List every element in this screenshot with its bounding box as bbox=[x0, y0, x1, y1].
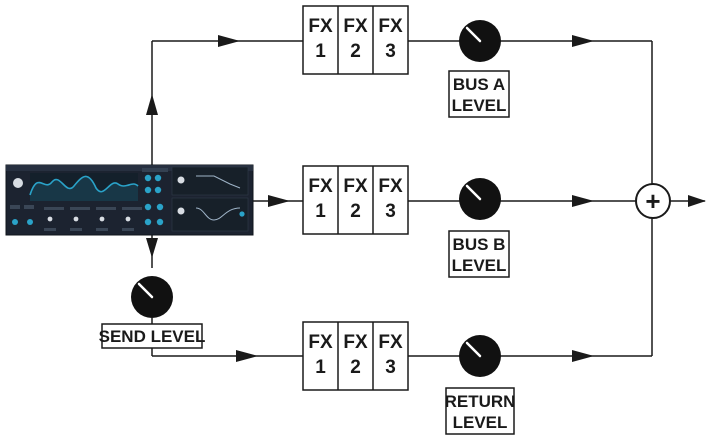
bus-a-label-line2: LEVEL bbox=[452, 96, 507, 115]
fx-rack-bus-b: FX 1 FX 2 FX 3 bbox=[302, 165, 409, 235]
arrow-right-icon bbox=[688, 195, 706, 207]
fx1-number: 1 bbox=[315, 201, 326, 222]
fx3-label: FX bbox=[378, 332, 403, 353]
arrow-up-icon bbox=[146, 94, 158, 115]
fx2-number: 2 bbox=[350, 201, 361, 222]
send-level-knob[interactable] bbox=[131, 276, 173, 318]
arrow-down-icon bbox=[146, 238, 158, 258]
arrow-right-icon bbox=[268, 195, 290, 207]
send-level-label: SEND LEVEL bbox=[99, 323, 206, 349]
arrowheads bbox=[146, 35, 706, 362]
bus-b-label-line2: LEVEL bbox=[452, 256, 507, 275]
return-level-label: RETURN LEVEL bbox=[445, 387, 516, 435]
fx3-label: FX bbox=[378, 176, 403, 197]
signal-lines bbox=[151, 40, 705, 357]
fx3-number: 3 bbox=[385, 357, 396, 378]
fx1-label: FX bbox=[308, 176, 333, 197]
arrow-right-icon bbox=[572, 195, 594, 207]
fx2-label: FX bbox=[343, 16, 368, 37]
bus-b-level-label: BUS B LEVEL bbox=[448, 230, 510, 278]
bus-b-label-line1: BUS B bbox=[453, 235, 506, 254]
send-level-text: SEND LEVEL bbox=[99, 327, 206, 346]
fx3-number: 3 bbox=[385, 201, 396, 222]
arrow-right-icon bbox=[236, 350, 258, 362]
fx-rack-return: FX 1 FX 2 FX 3 bbox=[302, 321, 409, 391]
fx3-number: 3 bbox=[385, 41, 396, 62]
fx2-label: FX bbox=[343, 332, 368, 353]
bus-a-label-line1: BUS A bbox=[453, 75, 505, 94]
bus-b-level-knob[interactable] bbox=[459, 178, 501, 220]
bus-a-level-knob[interactable] bbox=[459, 20, 501, 62]
return-label-line1: RETURN bbox=[445, 392, 516, 411]
fx3-label: FX bbox=[378, 16, 403, 37]
arrow-right-icon bbox=[572, 350, 594, 362]
return-label-line2: LEVEL bbox=[453, 413, 508, 432]
fx1-number: 1 bbox=[315, 41, 326, 62]
fx2-label: FX bbox=[343, 176, 368, 197]
fx1-number: 1 bbox=[315, 357, 326, 378]
arrow-right-icon bbox=[572, 35, 594, 47]
summing-symbol: + bbox=[645, 186, 660, 216]
synth-plugin-thumbnail bbox=[5, 164, 254, 236]
fx-rack-bus-a: FX 1 FX 2 FX 3 bbox=[302, 5, 409, 75]
summing-junction-icon bbox=[635, 183, 671, 219]
return-level-knob[interactable] bbox=[459, 335, 501, 377]
fx2-number: 2 bbox=[350, 41, 361, 62]
fx1-label: FX bbox=[308, 16, 333, 37]
arrow-right-icon bbox=[218, 35, 240, 47]
bus-a-level-label: BUS A LEVEL bbox=[448, 70, 510, 118]
fx1-label: FX bbox=[308, 332, 333, 353]
fx2-number: 2 bbox=[350, 357, 361, 378]
summing-junction: + bbox=[635, 183, 671, 219]
